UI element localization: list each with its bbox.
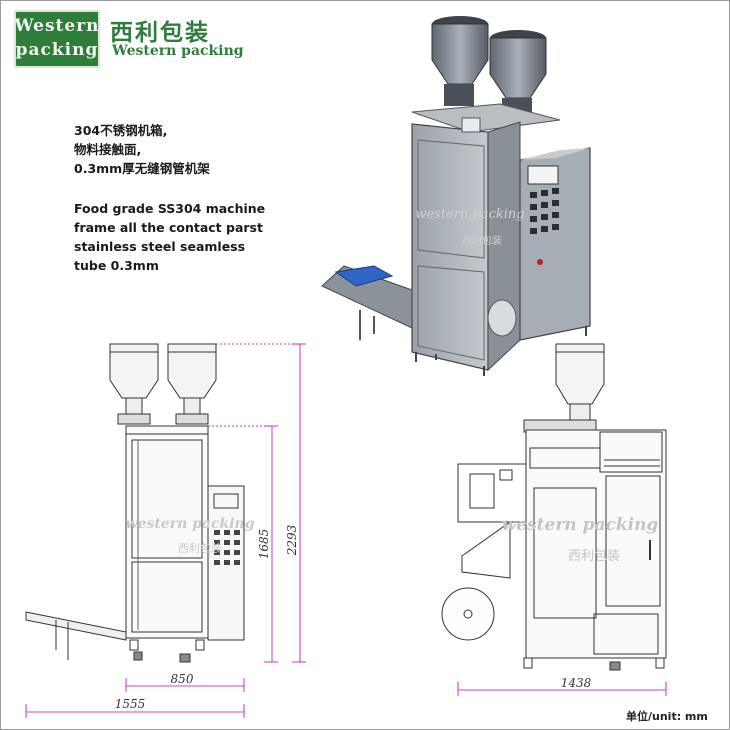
dim-height-total: 2293: [285, 524, 299, 556]
logo-line-2: packing: [15, 40, 99, 60]
logo-badge: Western packing: [14, 10, 100, 68]
desc-cn-2: 物料接触面,: [74, 142, 142, 157]
front-view-drawing: [25, 343, 245, 663]
watermark-en-front: western packing: [125, 516, 254, 532]
desc-en-2: frame all the contact parst: [74, 220, 263, 235]
watermark-cn-side: 西利包装: [568, 549, 620, 564]
dim-height-frame: 1685: [257, 529, 271, 560]
logo-line-1: Western: [14, 16, 100, 36]
watermark-cn-front: 西利包装: [178, 542, 222, 555]
desc-en-1: Food grade SS304 machine: [74, 201, 266, 216]
desc-cn-3: 0.3mm厚无缝钢管机架: [74, 161, 210, 176]
brand-english-name: Western packing: [112, 43, 244, 59]
desc-en-3: stainless steel seamless: [74, 239, 246, 254]
side-view-drawing: [441, 343, 667, 671]
watermark-en-side: western packing: [502, 515, 659, 535]
desc-en-4: tube 0.3mm: [74, 258, 159, 273]
unit-label: 单位/unit: mm: [626, 710, 708, 723]
dim-width-overall: 1555: [115, 697, 146, 711]
brand-chinese-name: 西利包装: [110, 20, 210, 46]
dimension-lines: [25, 343, 667, 718]
watermark-en-render: western packing: [415, 207, 524, 222]
dim-width-front: 850: [171, 672, 194, 686]
machine-3d-render: [321, 16, 591, 376]
desc-cn-1: 304不锈钢机箱,: [74, 123, 168, 138]
dim-width-side: 1438: [561, 676, 592, 690]
watermark-cn-render: 西利包装: [462, 234, 502, 247]
